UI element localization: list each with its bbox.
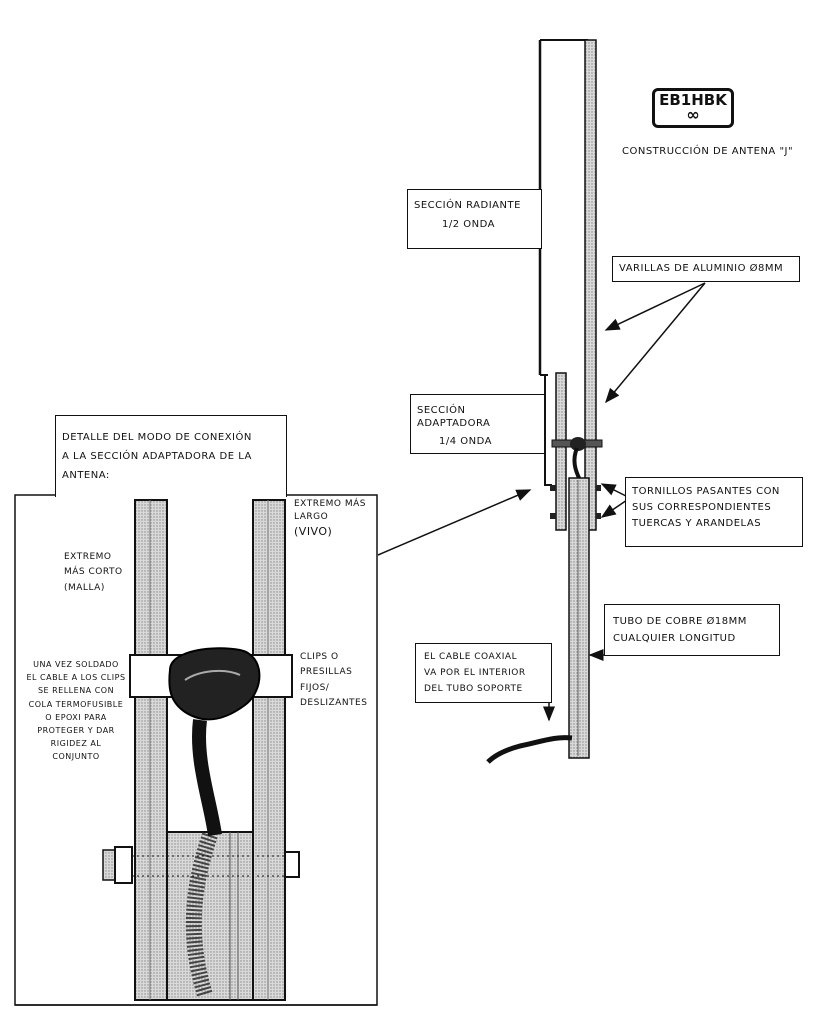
coax-cable-line: El cable coaxial	[424, 652, 518, 662]
radiating-section-length: 1/2 onda	[442, 218, 495, 230]
radiating-section-label: Sección radiante 1/2 onda	[407, 189, 542, 249]
radiating-section-title: Sección radiante	[414, 200, 521, 211]
matching-section-outline	[544, 375, 552, 486]
detail-heading-line: a la sección adaptadora de la	[62, 451, 252, 462]
radiating-section-outline	[538, 39, 588, 376]
copper-tube-label: Tubo de cobre ø18mm cualquier longitud	[604, 604, 780, 656]
detail-short-rod	[134, 499, 168, 1001]
detail-heading: Detalle del modo de conexión a la secció…	[55, 415, 287, 497]
coax-cable-line: va por el interior	[424, 667, 526, 678]
infinity-icon: ∞	[686, 105, 700, 124]
bolts-label-line: tuercas y arandelas	[632, 518, 762, 529]
detail-coax-braid	[185, 832, 218, 998]
shortest-end-line: más corto	[64, 567, 123, 578]
bolts-label-line: sus correspondientes	[632, 502, 772, 513]
detail-heading-line: antena:	[62, 470, 110, 481]
filling-note-line: Una vez soldado	[33, 660, 119, 669]
matching-section-label: Sección adaptadora 1/4 onda	[410, 394, 545, 454]
copper-tube-length: cualquier longitud	[613, 633, 736, 644]
bolts	[550, 485, 601, 519]
detail-glue-blob	[168, 647, 261, 721]
detail-coax-cable	[192, 719, 222, 837]
short-matching-rod	[555, 372, 567, 531]
clips-label-line: Clips o	[300, 652, 339, 662]
diagram-title: Construcción de antena "J"	[622, 146, 794, 157]
detail-heading-line: Detalle del modo de conexión	[62, 432, 252, 443]
clips-label: Clips o presillas fijos/ deslizantes	[300, 650, 367, 711]
filling-note-line: proteger y dar	[37, 725, 115, 735]
copper-support-tube	[568, 477, 590, 759]
shortest-end-line: Extremo	[64, 552, 112, 562]
longest-end-line: largo	[294, 512, 329, 523]
longest-end-line: (vivo)	[294, 525, 333, 539]
callsign-badge: EB1HBK ∞	[652, 88, 734, 128]
clips-label-line: fijos/	[300, 682, 330, 693]
shortest-end-label: Extremo más corto (malla)	[64, 550, 123, 596]
longest-end-label: Extremo más largo (vivo)	[294, 498, 366, 540]
long-radiating-rod	[584, 39, 597, 531]
matching-section-title: Sección adaptadora	[417, 405, 491, 429]
longest-end-line: Extremo más	[294, 499, 366, 509]
filling-note-line: se rellena con	[37, 686, 115, 696]
matching-section-length: 1/4 onda	[439, 436, 492, 447]
bolts-label: Tornillos pasantes con sus correspondien…	[625, 477, 803, 547]
coax-cable-exit	[486, 735, 573, 764]
clips-label-line: deslizantes	[300, 697, 368, 708]
filling-note-line: o epoxi para	[45, 712, 107, 722]
shortest-end-line: (malla)	[64, 582, 105, 593]
filling-note-line: el cable a los clips	[26, 673, 126, 683]
filling-note: Una vez soldado el cable a los clips se …	[22, 658, 130, 764]
filling-note-line: cola termofusible	[28, 699, 124, 709]
callsign-text: EB1HBK	[659, 91, 727, 109]
coax-cable-line: del tubo soporte	[424, 683, 523, 694]
filling-note-line: conjunto	[52, 752, 100, 762]
bolts-label-line: Tornillos pasantes con	[632, 486, 780, 497]
copper-tube-spec: Tubo de cobre ø18mm	[613, 616, 747, 627]
detail-bolt	[102, 846, 300, 884]
clips-label-line: presillas	[300, 667, 353, 678]
detail-long-rod	[252, 499, 286, 1001]
filling-note-line: rigidez al	[50, 739, 102, 749]
aluminum-rods-label: Varillas de aluminio ø8mm	[612, 256, 800, 282]
coax-cable-label: El cable coaxial va por el interior del …	[415, 643, 552, 703]
